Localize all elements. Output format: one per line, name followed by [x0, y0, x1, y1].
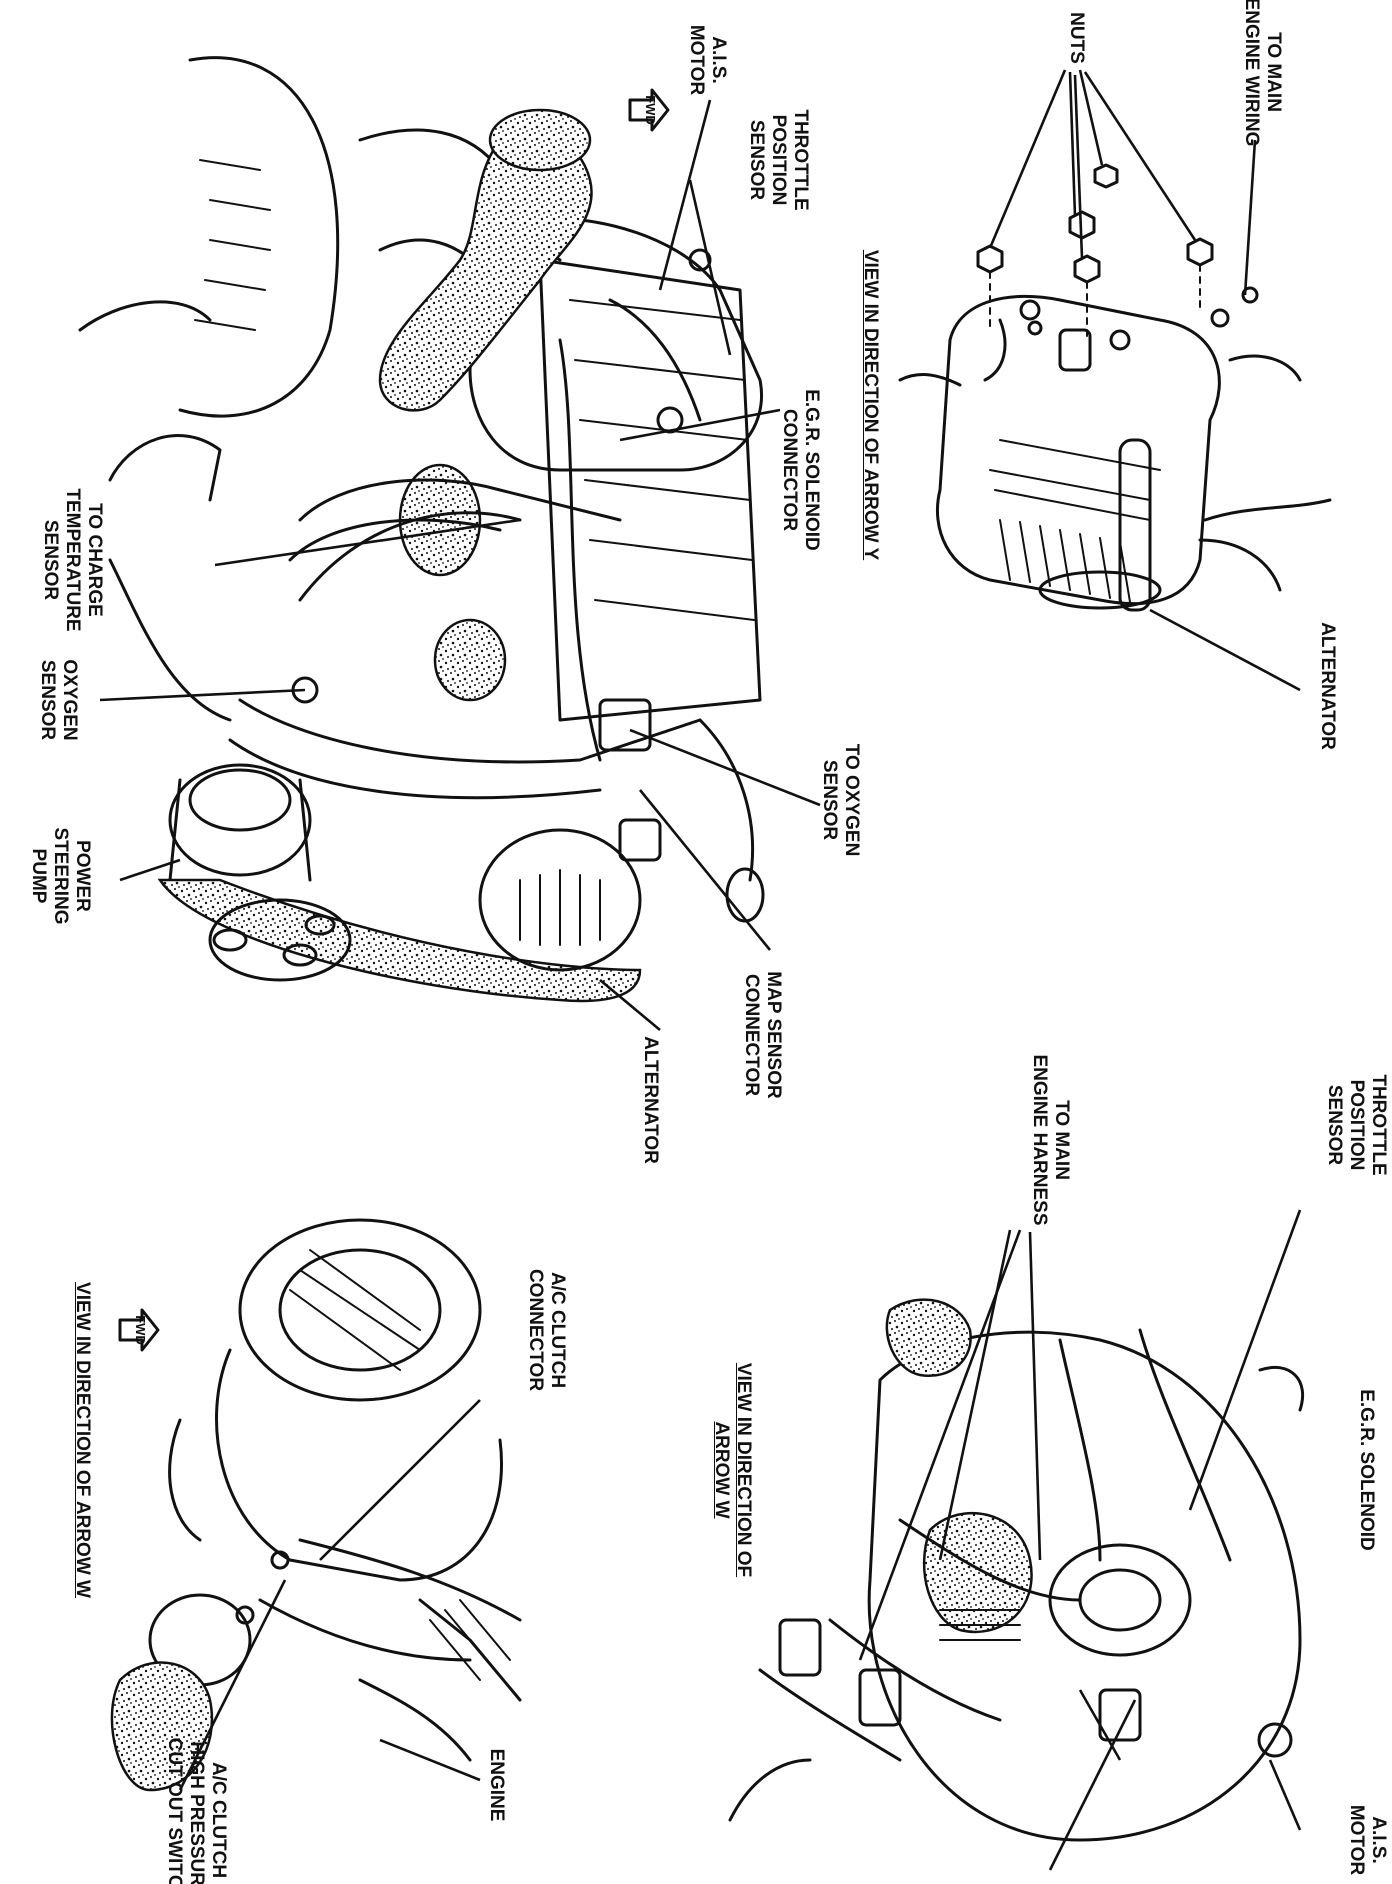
main-engine-view	[78, 56, 821, 1031]
label-nuts: NUTS	[1066, 12, 1087, 64]
label-ais-motor-lower: A.I.S. MOTOR	[1346, 1804, 1389, 1876]
label-map-sensor-connector: MAP SENSOR CONNECTOR	[741, 971, 784, 1099]
label-ais-motor-top: A.I.S. MOTOR	[686, 24, 729, 96]
label-alternator-top: ALTERNATOR	[1317, 622, 1338, 750]
throttle-body-detail-view	[728, 1209, 1305, 1871]
label-throttle-position-sensor-lower: THROTTLE POSITION SENSOR	[1324, 1074, 1389, 1176]
label-view-arrow-w-short: VIEW IN DIRECTION OF ARROW W	[711, 1362, 754, 1578]
label-ac-clutch-high-pressure-cut-out-switch: A/C CLUTCH HIGH PRESSURE CUT OUT SWITCH	[164, 1737, 229, 1884]
label-to-charge-temperature-sensor: TO CHARGE TEMPERATURE SENSOR	[40, 488, 105, 632]
label-egr-solenoid-connector: E.G.R. SOLENOID CONNECTOR	[779, 389, 822, 551]
label-egr-solenoid: E.G.R. SOLENOID	[1356, 1389, 1377, 1551]
label-view-arrow-w: VIEW IN DIRECTION OF ARROW W	[72, 1282, 93, 1598]
label-ac-clutch-connector: A/C CLUTCH CONNECTOR	[525, 1268, 568, 1392]
label-to-oxygen-sensor: TO OXYGEN SENSOR	[819, 743, 862, 857]
alternator-detail-view	[898, 69, 1332, 692]
fwd-arrow-icons	[118, 88, 670, 1352]
label-fwd-lower: FWD	[133, 1315, 148, 1345]
label-engine: ENGINE	[486, 1748, 507, 1822]
label-oxygen-sensor: OXYGEN SENSOR	[37, 659, 80, 741]
label-view-arrow-y: VIEW IN DIRECTION OF ARROW Y	[860, 249, 881, 561]
label-throttle-position-sensor-top: THROTTLE POSITION SENSOR	[746, 109, 811, 211]
label-power-steering-pump: POWER STEERING PUMP	[28, 827, 93, 925]
label-alternator-mid: ALTERNATOR	[640, 1036, 661, 1164]
ac-compressor-detail-view	[110, 1218, 522, 1792]
label-to-main-engine-wiring: TO MAIN ENGINE WIRING	[1241, 0, 1284, 147]
nut-icons	[976, 163, 1214, 284]
label-to-main-engine-harness: TO MAIN ENGINE HARNESS	[1029, 1054, 1072, 1226]
label-fwd-top: FWD	[643, 95, 658, 125]
